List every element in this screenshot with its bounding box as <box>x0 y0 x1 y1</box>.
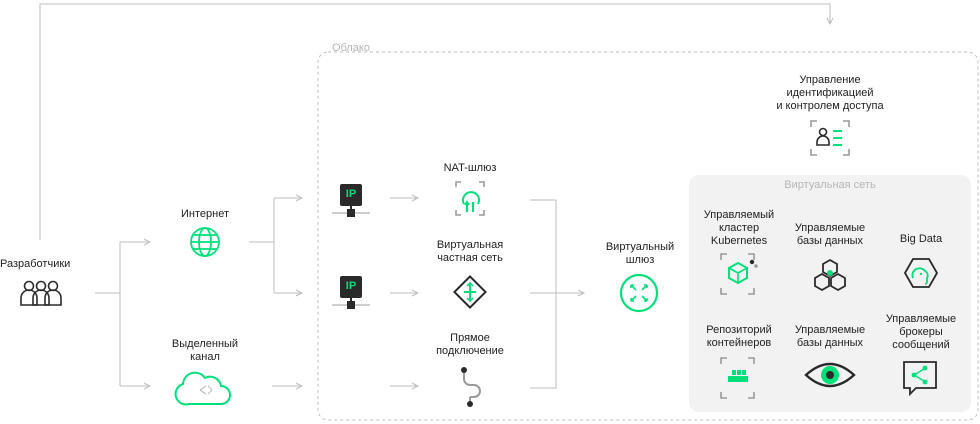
nat-gateway-icon <box>455 181 485 216</box>
cloud-boundary <box>317 51 979 421</box>
container-registry-icon <box>720 357 755 399</box>
iam-label: Управление идентификацией и контролем до… <box>776 74 884 112</box>
path-icon <box>461 367 482 407</box>
gateway-icon <box>619 273 659 313</box>
ip-label-bottom: IP <box>345 280 357 292</box>
container-registry-label: Репозиторий контейнеров <box>706 324 772 349</box>
cloud-icon <box>174 371 231 406</box>
people-icon <box>20 280 62 306</box>
eye-database-icon <box>804 362 856 388</box>
virtual-network-panel <box>689 175 971 412</box>
top-connector <box>39 3 830 240</box>
managed-db-label-2: Управляемые базы данных <box>794 324 866 349</box>
vpn-label: Виртуальная частная сеть <box>436 239 504 264</box>
ip-address-icon-top <box>332 184 370 217</box>
cloud-label: Облако <box>332 42 370 54</box>
globe-icon <box>190 227 220 257</box>
dev-branch <box>95 242 121 386</box>
big-data-label: Big Data <box>899 233 943 245</box>
managed-db-label-1: Управляемые базы данных <box>794 222 866 247</box>
direct-connection-label: Прямое подключение <box>436 332 504 357</box>
database-icon <box>814 258 846 292</box>
developers-label: Разработчики <box>0 258 71 270</box>
internet-label: Интернет <box>181 208 229 220</box>
kubernetes-icon <box>720 253 758 295</box>
virtual-gateway-label: Виртуальный шлюз <box>605 241 675 266</box>
message-broker-icon <box>903 361 937 397</box>
ip-address-icon-bottom <box>332 276 370 309</box>
nat-gateway-label: NAT-шлюз <box>443 162 497 174</box>
id-card-icon <box>810 120 850 156</box>
elephant-icon <box>903 258 939 288</box>
merge-bracket <box>530 199 557 389</box>
internet-branch <box>249 198 275 293</box>
router-icon <box>453 275 487 309</box>
dedicated-channel-label: Выделенный канал <box>171 338 239 363</box>
message-brokers-label: Управляемые брокеры сообщений <box>885 313 957 351</box>
virtual-network-label: Виртуальная сеть <box>784 179 876 191</box>
ip-label-top: IP <box>345 188 357 200</box>
kubernetes-label: Управляемый кластер Kubernetes <box>703 209 775 247</box>
